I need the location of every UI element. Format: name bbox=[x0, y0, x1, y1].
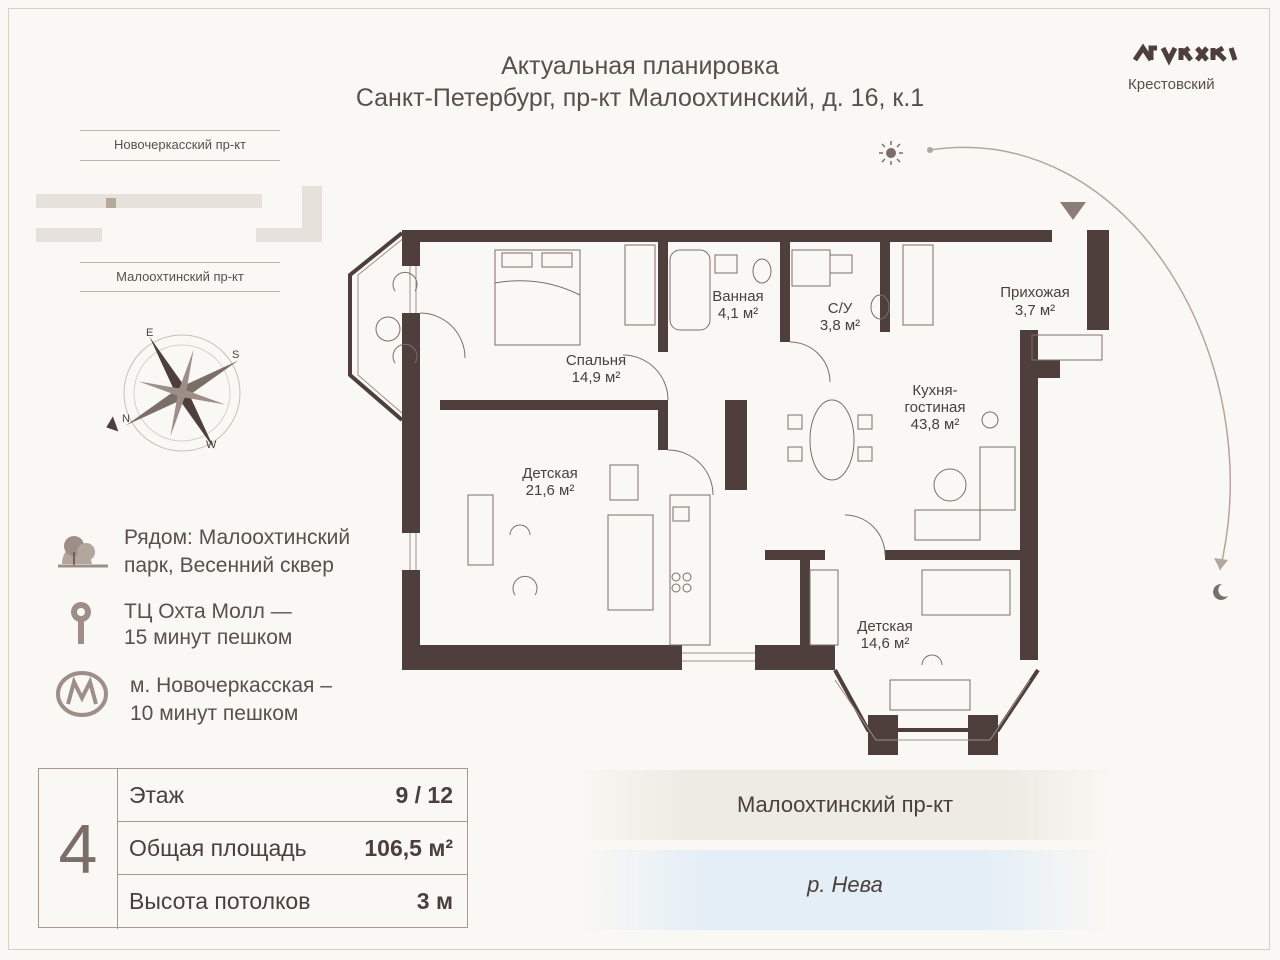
room-count: 4 bbox=[39, 769, 118, 929]
nearby-park-line1: Рядом: Малоохтинский bbox=[124, 526, 351, 549]
room-bathroom-name: Ванная bbox=[712, 288, 764, 305]
street-label-top: Новочеркасский пр-кт bbox=[114, 137, 246, 152]
stats-row-area: Общая площадь 106,5 м² bbox=[117, 822, 467, 875]
street-line bbox=[80, 130, 280, 131]
nearby-metro-line1: м. Новочеркасская – bbox=[130, 674, 332, 697]
sun-path bbox=[927, 146, 1231, 571]
stats-value: 9 / 12 bbox=[395, 782, 453, 808]
compass-rose-icon: N S E W bbox=[106, 327, 241, 452]
page-address: Санкт-Петербург, пр-кт Малоохтинский, д.… bbox=[355, 84, 925, 112]
room-wc-area: 3,8 м² bbox=[819, 317, 861, 334]
room-kids1-name: Детская bbox=[522, 465, 578, 482]
nearby-mall-line1: ТЦ Охта Молл — bbox=[124, 600, 292, 623]
room-kids2-name: Детская bbox=[857, 618, 913, 635]
compass-letter: N bbox=[122, 413, 130, 425]
room-kitchen-living-name: Кухня- гостиная bbox=[904, 382, 966, 416]
sun-icon bbox=[879, 141, 903, 165]
nearby-metro-line2: 10 минут пешком bbox=[130, 702, 299, 725]
stats-value: 106,5 м² bbox=[364, 835, 453, 861]
compass-letter: S bbox=[232, 349, 239, 361]
stats-label: Этаж bbox=[129, 782, 184, 808]
room-hallway-name: Прихожая bbox=[1000, 284, 1070, 301]
room-kids2-area: 14,6 м² bbox=[860, 635, 910, 652]
room-kids1-area: 21,6 м² bbox=[525, 482, 575, 499]
street-band: Малоохтинский пр-кт bbox=[575, 770, 1115, 840]
room-kitchen-living-area: 43,8 м² bbox=[910, 416, 960, 433]
metro-icon bbox=[56, 671, 108, 717]
river-band: р. Нева bbox=[575, 850, 1115, 930]
logo-mark-icon bbox=[1132, 43, 1238, 66]
compass-letter: E bbox=[146, 327, 153, 339]
compass-letter: W bbox=[206, 439, 217, 451]
tree-icon bbox=[58, 536, 108, 568]
room-hallway-area: 3,7 м² bbox=[1014, 302, 1056, 319]
page-frame bbox=[8, 8, 1270, 950]
street-line bbox=[80, 160, 280, 161]
stats-label: Высота потолков bbox=[129, 888, 311, 914]
street-line bbox=[80, 262, 280, 263]
room-bedroom-area: 14,9 м² bbox=[571, 369, 621, 386]
room-bedroom-name: Спальня bbox=[565, 352, 627, 369]
room-wc-name: С/У bbox=[827, 300, 853, 317]
nearby-park-line2: парк, Весенний сквер bbox=[124, 554, 334, 577]
site-buildings bbox=[36, 186, 322, 242]
street-name: Малоохтинский пр-кт bbox=[736, 792, 954, 817]
pin-icon bbox=[71, 602, 91, 644]
logo-text: Крестовский bbox=[1128, 76, 1215, 93]
moon-icon bbox=[1213, 583, 1228, 600]
stats-row-floor: Этаж 9 / 12 bbox=[117, 769, 467, 822]
page-title: Актуальная планировка bbox=[501, 52, 779, 80]
street-line bbox=[80, 291, 280, 292]
street-label-bottom: Малоохтинский пр-кт bbox=[116, 269, 244, 284]
stats-table: 4 Этаж 9 / 12 Общая площадь 106,5 м² Выс… bbox=[38, 768, 468, 929]
stats-value: 3 м bbox=[416, 888, 453, 914]
nearby-mall-line2: 15 минут пешком bbox=[124, 626, 293, 649]
floor-plan bbox=[348, 230, 1109, 755]
river-name: р. Нева bbox=[807, 872, 883, 897]
stats-row-height: Высота потолков 3 м bbox=[117, 875, 467, 928]
stats-label: Общая площадь bbox=[129, 835, 307, 861]
entrance-arrow-icon bbox=[1060, 202, 1086, 220]
room-bathroom-area: 4,1 м² bbox=[717, 305, 759, 322]
